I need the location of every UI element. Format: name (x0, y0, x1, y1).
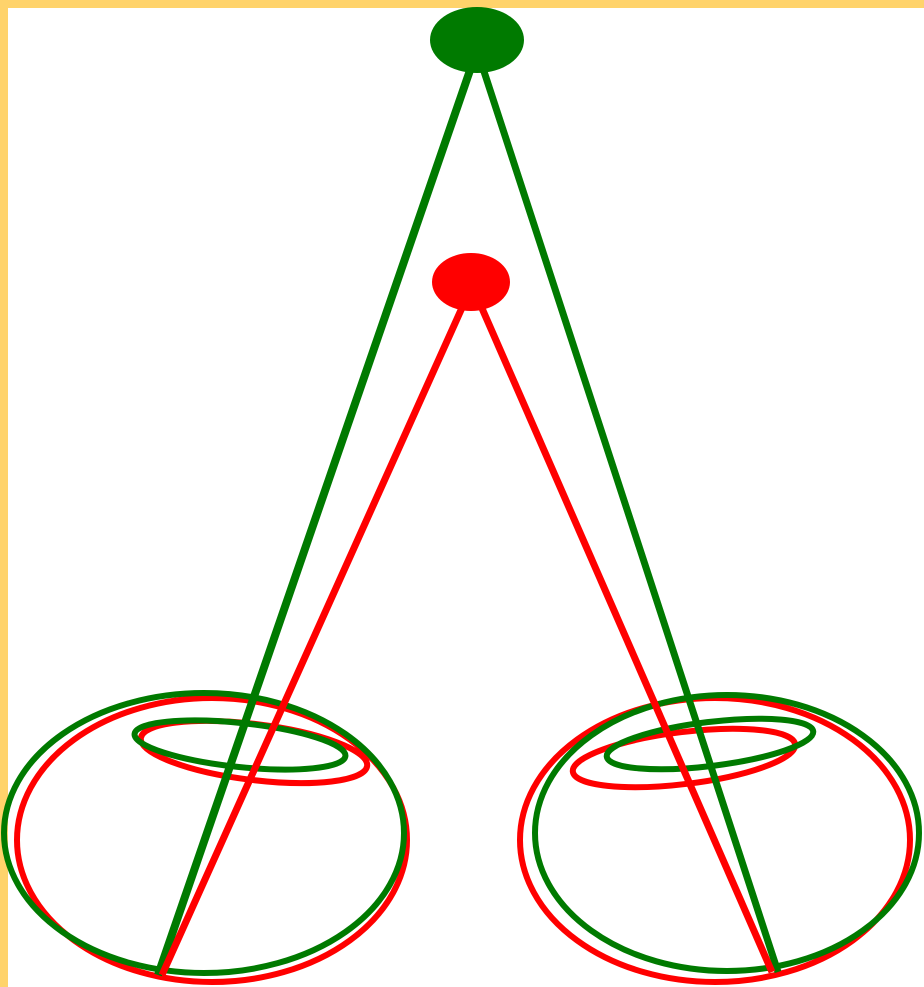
far-point (430, 7, 524, 73)
diagram-background (8, 8, 924, 987)
near-point (432, 253, 510, 311)
